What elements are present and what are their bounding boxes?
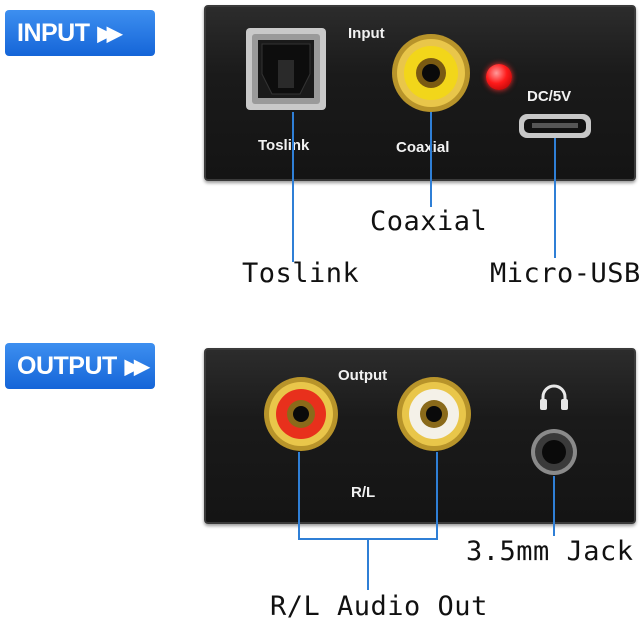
headphone-jack bbox=[530, 428, 578, 476]
rca-jack-white-icon bbox=[397, 377, 471, 451]
audio-out-callout: R/L Audio Out bbox=[270, 591, 488, 622]
left-rca-jack bbox=[395, 375, 473, 453]
usb-callout-line bbox=[554, 138, 556, 258]
coaxial-callout-line bbox=[430, 112, 432, 207]
micro-usb-icon bbox=[519, 114, 591, 138]
jack-callout-line bbox=[553, 476, 555, 536]
double-chevron-right-icon: ▶▶ bbox=[97, 22, 123, 45]
headphone-icon bbox=[538, 382, 570, 412]
toslink-port-label: Toslink bbox=[258, 137, 310, 154]
coaxial-callout: Coaxial bbox=[370, 206, 488, 237]
rca-jack-red-icon bbox=[264, 377, 338, 451]
output-badge-label: OUTPUT bbox=[17, 351, 117, 380]
toslink-port-icon bbox=[246, 28, 326, 110]
power-led bbox=[486, 64, 512, 90]
usb-callout: Micro-USB bbox=[490, 258, 640, 289]
input-panel-label: Input bbox=[348, 25, 385, 42]
toslink-port bbox=[244, 26, 328, 112]
double-chevron-right-icon: ▶▶ bbox=[124, 355, 150, 378]
output-badge: OUTPUT ▶▶ bbox=[5, 343, 155, 389]
rca-jack-icon bbox=[392, 34, 470, 112]
output-panel-label: Output bbox=[338, 367, 388, 384]
power-label: DC/5V bbox=[527, 88, 572, 105]
right-channel-callout-line bbox=[298, 452, 300, 540]
coaxial-port-label: Coaxial bbox=[396, 139, 450, 156]
input-badge: INPUT ▶▶ bbox=[5, 10, 155, 56]
toslink-callout: Toslink bbox=[242, 258, 360, 289]
micro-usb-port bbox=[518, 113, 592, 139]
toslink-callout-line bbox=[292, 112, 294, 262]
rl-label: R/L bbox=[351, 484, 376, 501]
audio-out-callout-line bbox=[367, 538, 369, 590]
left-channel-callout-line bbox=[436, 452, 438, 540]
input-badge-label: INPUT bbox=[17, 18, 90, 47]
jack-callout: 3.5mm Jack bbox=[466, 536, 634, 567]
right-rca-jack bbox=[262, 375, 340, 453]
coaxial-rca-jack bbox=[390, 32, 472, 114]
audio-jack-icon bbox=[531, 429, 577, 475]
